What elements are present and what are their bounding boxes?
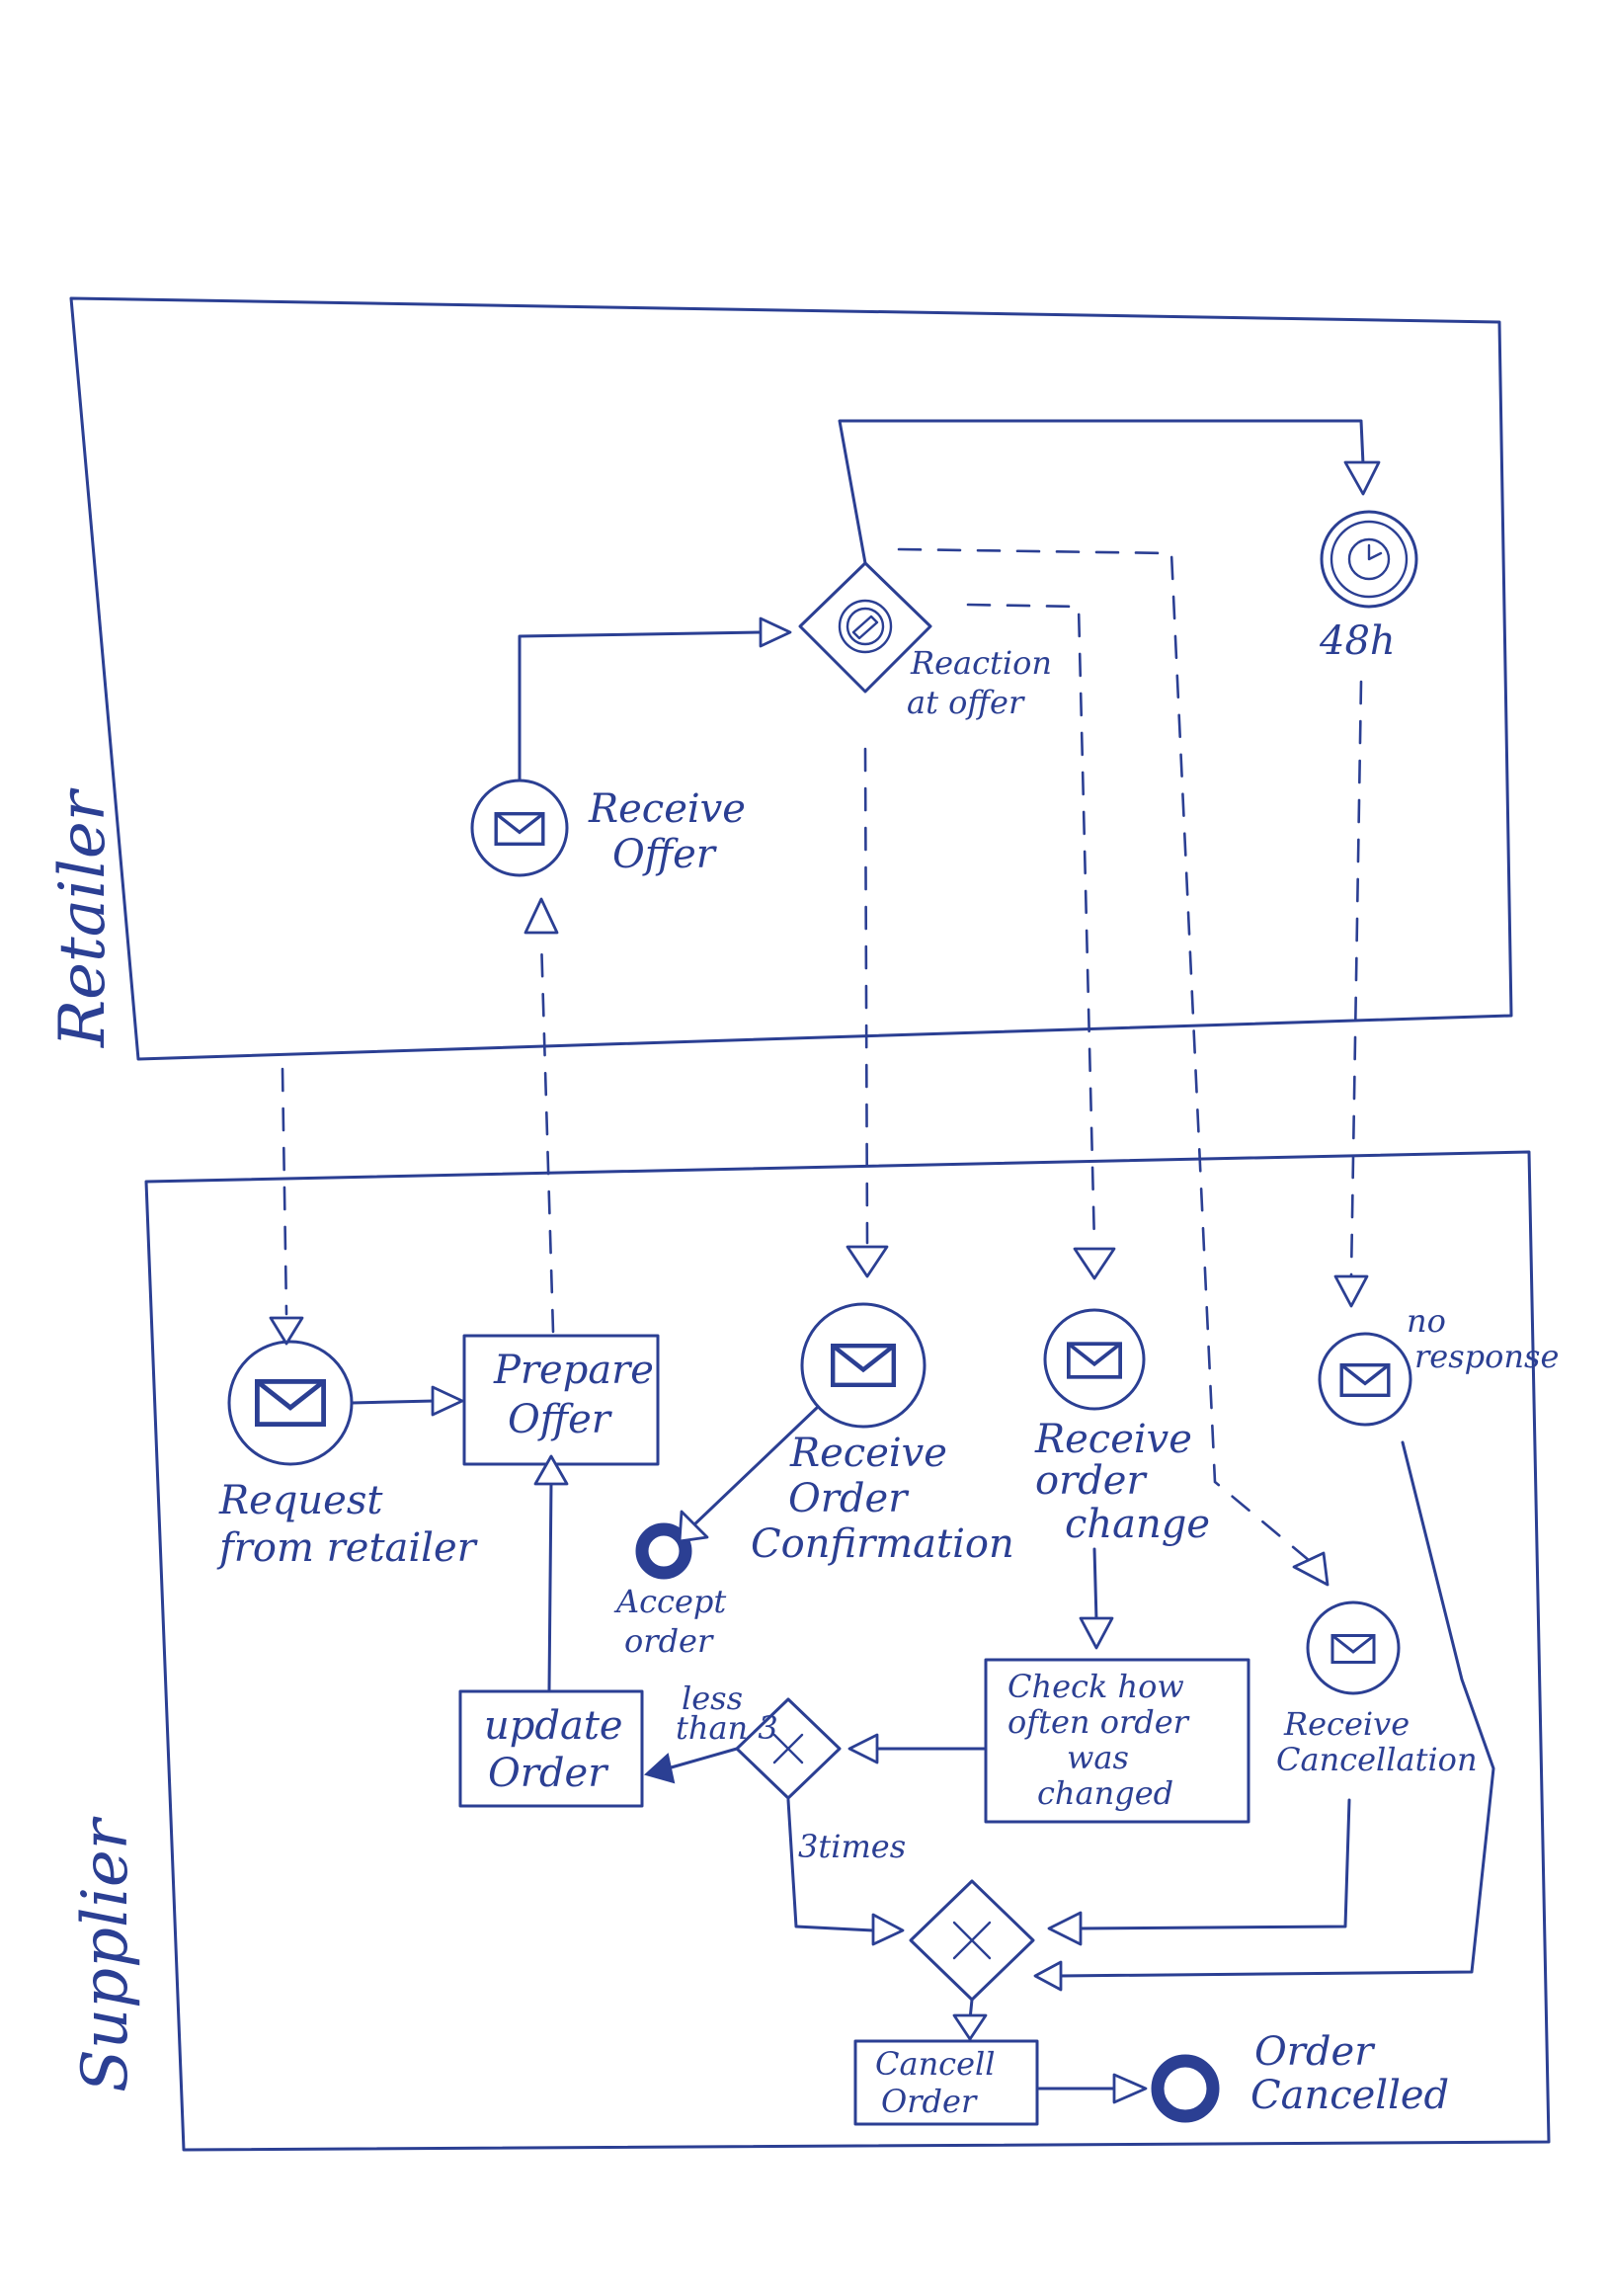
retailer-lane-label: Retailer — [46, 787, 120, 1048]
less-than-3-label: less than 3 — [676, 1680, 778, 1747]
receive-change-label: Receive order change — [1034, 1417, 1210, 1547]
three-times-label: 3times — [798, 1828, 906, 1865]
envelope-icon — [1339, 1363, 1391, 1397]
cancel-order-task[interactable] — [853, 2039, 1039, 2126]
receive-confirmation-label: Receive Order Confirmation — [751, 1431, 1014, 1567]
reaction-at-offer-gateway[interactable] — [798, 561, 932, 694]
receive-offer-label: Receive Offer — [588, 786, 759, 877]
receive-change-event[interactable] — [1043, 1308, 1146, 1411]
receive-cancellation-label: Receive Cancellation — [1276, 1705, 1478, 1778]
envelope-icon — [494, 812, 545, 846]
envelope-icon — [257, 1381, 323, 1424]
update-order-label: update Order — [484, 1703, 635, 1796]
timer-48h-event[interactable] — [1320, 510, 1418, 609]
message-flows — [269, 547, 1369, 1587]
sequence-flows — [350, 419, 1495, 2104]
order-cancelled-label: Order Cancelled — [1250, 2029, 1449, 2118]
supplier-lane-label: Supplier — [69, 1816, 142, 2092]
retailer-pool — [69, 296, 1513, 1061]
timer-label: 48h — [1319, 618, 1396, 664]
exclusive-gateway-icon — [952, 1921, 992, 1960]
supplier-pool — [144, 1150, 1551, 2152]
timer-icon — [1347, 537, 1391, 581]
receive-cancellation-event[interactable] — [1306, 1600, 1401, 1695]
cancel-order-label: Cancell Order — [875, 2045, 1006, 2120]
receive-confirmation-event[interactable] — [800, 1302, 927, 1429]
reaction-at-offer-label: Reaction at offer — [907, 644, 1062, 721]
no-response-event[interactable] — [1318, 1332, 1412, 1427]
check-changes-task[interactable] — [984, 1658, 1250, 1824]
request-start-event[interactable] — [227, 1340, 354, 1466]
event-based-gateway-icon — [838, 599, 893, 654]
prepare-offer-task[interactable] — [462, 1334, 660, 1466]
cancel-merge-gateway[interactable] — [909, 1879, 1035, 2002]
exclusive-gateway-icon — [772, 1733, 804, 1764]
envelope-icon — [1330, 1634, 1376, 1664]
order-cancelled-end-event[interactable] — [1151, 2054, 1220, 2123]
no-response-label: no response — [1407, 1302, 1559, 1375]
accept-order-end-event[interactable] — [635, 1522, 692, 1580]
envelope-icon — [1067, 1342, 1122, 1379]
update-order-task[interactable] — [458, 1689, 644, 1808]
prepare-offer-label: Prepare Offer — [493, 1348, 667, 1442]
changes-exclusive-gateway[interactable] — [735, 1697, 842, 1800]
check-changes-label: Check how often order was changed — [1008, 1668, 1198, 1812]
receive-offer-event[interactable] — [470, 779, 569, 877]
envelope-icon — [833, 1346, 894, 1385]
request-label: Request from retailer — [216, 1478, 479, 1571]
accept-order-label: Accept order — [613, 1583, 736, 1660]
